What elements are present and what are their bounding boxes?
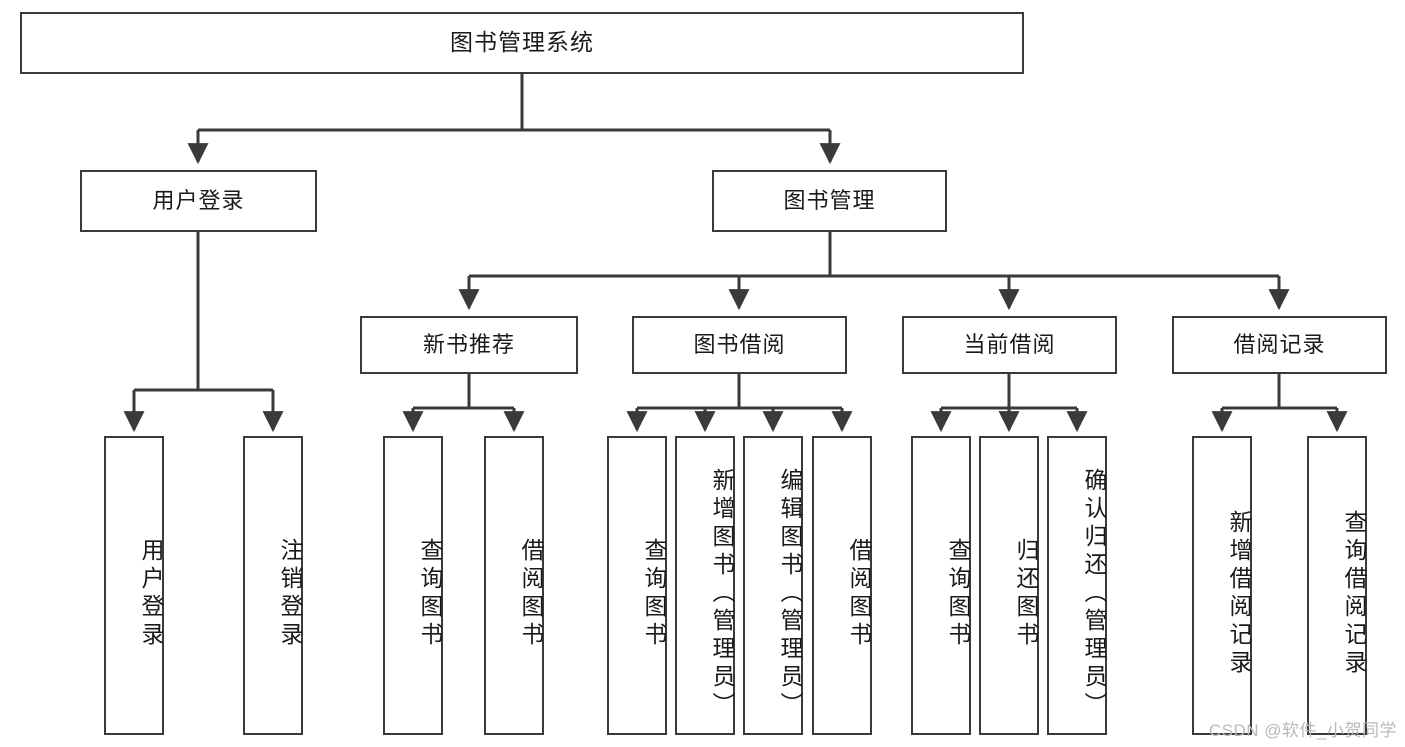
node-label: 查询借阅记录 bbox=[1341, 509, 1367, 678]
leaf-borrow-edit-book-admin[interactable]: 编辑图书（管理员） bbox=[743, 436, 803, 735]
leaf-record-query-record[interactable]: 查询借阅记录 bbox=[1307, 436, 1367, 735]
node-label: 借阅图书 bbox=[846, 537, 872, 650]
node-label: 查询图书 bbox=[641, 537, 667, 650]
node-borrow-record[interactable]: 借阅记录 bbox=[1172, 316, 1387, 374]
node-label: 当前借阅 bbox=[963, 331, 1056, 357]
node-label: 新增图书（管理员） bbox=[709, 467, 735, 720]
node-label: 借阅记录 bbox=[1233, 331, 1326, 357]
node-label: 注销登录 bbox=[277, 537, 303, 650]
node-label: 图书管理系统 bbox=[450, 29, 594, 56]
leaf-borrow-add-book-admin[interactable]: 新增图书（管理员） bbox=[675, 436, 735, 735]
node-label: 图书管理 bbox=[783, 187, 876, 213]
node-label: 用户登录 bbox=[152, 187, 245, 213]
leaf-borrow-query-book[interactable]: 查询图书 bbox=[607, 436, 667, 735]
leaf-current-confirm-return-admin[interactable]: 确认归还（管理员） bbox=[1047, 436, 1107, 735]
leaf-recommend-query-book[interactable]: 查询图书 bbox=[383, 436, 443, 735]
leaf-current-return-book[interactable]: 归还图书 bbox=[979, 436, 1039, 735]
leaf-record-add-record[interactable]: 新增借阅记录 bbox=[1192, 436, 1252, 735]
node-label: 查询图书 bbox=[417, 537, 443, 650]
node-new-book-recommend[interactable]: 新书推荐 bbox=[360, 316, 578, 374]
node-user-login[interactable]: 用户登录 bbox=[80, 170, 317, 232]
leaf-user-login-signout[interactable]: 注销登录 bbox=[243, 436, 303, 735]
node-label: 确认归还（管理员） bbox=[1081, 467, 1107, 720]
node-book-management[interactable]: 图书管理 bbox=[712, 170, 947, 232]
node-book-borrow[interactable]: 图书借阅 bbox=[632, 316, 847, 374]
leaf-borrow-borrow-book[interactable]: 借阅图书 bbox=[812, 436, 872, 735]
node-label: 借阅图书 bbox=[518, 537, 544, 650]
leaf-current-query-book[interactable]: 查询图书 bbox=[911, 436, 971, 735]
node-label: 图书借阅 bbox=[693, 331, 786, 357]
node-label: 新书推荐 bbox=[422, 331, 515, 357]
node-label: 编辑图书（管理员） bbox=[777, 467, 803, 720]
node-label: 新增借阅记录 bbox=[1226, 509, 1252, 678]
node-label: 用户登录 bbox=[138, 537, 164, 650]
leaf-user-login-signin[interactable]: 用户登录 bbox=[104, 436, 164, 735]
node-current-borrow[interactable]: 当前借阅 bbox=[902, 316, 1117, 374]
node-label: 查询图书 bbox=[945, 537, 971, 650]
node-root-system[interactable]: 图书管理系统 bbox=[20, 12, 1024, 74]
watermark-text: CSDN @软件_小贺同学 bbox=[1208, 721, 1397, 740]
node-label: 归还图书 bbox=[1013, 537, 1039, 650]
leaf-recommend-borrow-book[interactable]: 借阅图书 bbox=[484, 436, 544, 735]
